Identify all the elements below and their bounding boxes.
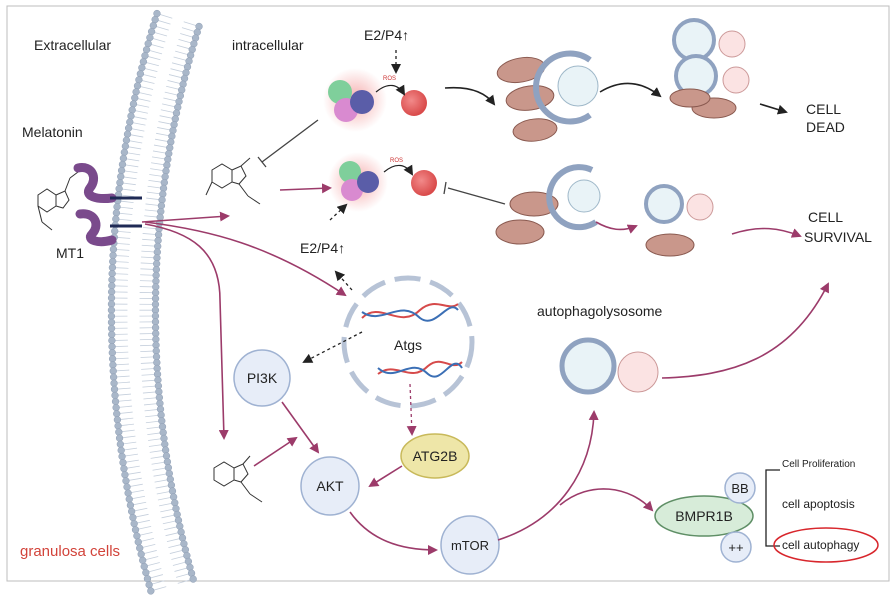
melatonin-molecule-receptor: [37, 171, 79, 231]
cell-apoptosis-label: cell apoptosis: [782, 497, 855, 511]
atg2b-node: [400, 433, 470, 479]
ros-mid-arrow: [383, 164, 414, 176]
mtor-label: mTOR: [451, 538, 489, 553]
arrow-melatonin-to-pi3k: [253, 436, 298, 467]
atg2b-label: ATG2B: [413, 448, 458, 464]
autophagolysosome-organelle: [559, 337, 659, 395]
arrow-melatonin-to-cells: [279, 183, 332, 194]
arrow-akt-to-mtor: [349, 511, 438, 555]
arrow-mtor-to-autophagolysosome: [497, 410, 599, 541]
bmpr1b-label: BMPR1B: [675, 508, 733, 524]
e2p4-mid-arrow-up: [329, 203, 348, 221]
dna-strand-1a: [361, 303, 459, 319]
atgs-to-pi3k-arrow: [302, 331, 363, 363]
cell-autophagy-label: cell autophagy: [782, 538, 859, 552]
autophagolysosome-label: autophagolysosome: [537, 303, 663, 319]
arrow-lysosome-to-survival: [661, 282, 829, 379]
bb-node: [724, 472, 756, 504]
pi3k-node: [233, 349, 291, 407]
atgs-label: Atgs: [394, 337, 422, 353]
ros-top-arrow: [375, 84, 406, 96]
ros-top-label: ROS: [383, 76, 396, 82]
ros-cell-cluster-mid: [328, 152, 437, 212]
autophagolysosome-group-mid: [644, 184, 714, 257]
plusplus-node: [720, 531, 752, 563]
dna-strand-2b: [377, 362, 463, 378]
inhibit-bar-mid: [443, 181, 447, 195]
inhibit-line-top: [261, 119, 319, 163]
cell-dead-label-1: CELL: [806, 101, 841, 117]
arrow-mtor-to-bmpr1b: [559, 488, 654, 512]
mt1-receptor-upper: [73, 163, 117, 203]
e2p4-mid-label: E2/P4↑: [300, 240, 345, 256]
akt-label: AKT: [316, 478, 344, 494]
arrow-pi3k-to-akt: [281, 401, 320, 454]
cell-proliferation-label: Cell Proliferation: [782, 459, 855, 470]
mitochondria-group-mid: [495, 164, 601, 245]
inhibit-line-mid: [447, 187, 506, 205]
extracellular-label: Extracellular: [34, 37, 111, 53]
cell-autophagy-highlight: [773, 527, 879, 563]
atgs-to-e2p4-arrow: [334, 270, 353, 291]
pi3k-label: PI3K: [247, 370, 278, 386]
cell-survival-label-1: CELL: [808, 209, 843, 225]
cell-survival-label-2: SURVIVAL: [804, 229, 872, 245]
arrow-to-cell-dead: [759, 103, 788, 115]
melatonin-molecule-top: [205, 157, 261, 205]
ros-cell-cluster-top: [323, 68, 427, 132]
mtor-node: [440, 515, 500, 575]
melatonin-molecule-bottom: [213, 455, 263, 503]
inhibit-bar-top: [257, 156, 267, 168]
arrow-mid-to-lysosome: [595, 221, 638, 234]
autophagolysosome-group-top: [669, 18, 750, 119]
arrow-receptor-down: [144, 223, 229, 440]
cell-membrane: [107, 9, 203, 595]
mt1-label: MT1: [56, 245, 84, 261]
bmpr1b-node: [654, 495, 754, 537]
granulosa-cells-label: granulosa cells: [20, 543, 120, 560]
cell-dead-label-2: DEAD: [806, 119, 845, 135]
atgs-to-atg2b-arrow: [406, 383, 417, 436]
arrow-receptor-to-melatonin: [141, 211, 230, 223]
plusplus-label: ++: [728, 540, 743, 555]
ros-mid-label: ROS: [390, 158, 403, 164]
arrow-to-cell-survival: [731, 227, 802, 238]
arrow-receptor-to-atgs: [144, 221, 347, 297]
intracellular-label: intracellular: [232, 37, 304, 53]
e2p4-top-label: E2/P4↑: [364, 27, 409, 43]
arrow-atg2b-to-akt: [368, 465, 403, 488]
arrow-to-lysosomes-top: [599, 82, 662, 98]
dna-strand-1b: [361, 306, 459, 322]
melatonin-label: Melatonin: [22, 124, 83, 140]
mitochondria-group-top: [496, 50, 599, 142]
diagram-frame: [6, 5, 890, 582]
akt-node: [300, 456, 360, 516]
bb-label: BB: [731, 481, 748, 496]
arrow-cells-to-mitochondria: [444, 86, 496, 106]
mt1-receptor-lower: [75, 209, 117, 247]
outcome-bracket: [765, 469, 780, 547]
